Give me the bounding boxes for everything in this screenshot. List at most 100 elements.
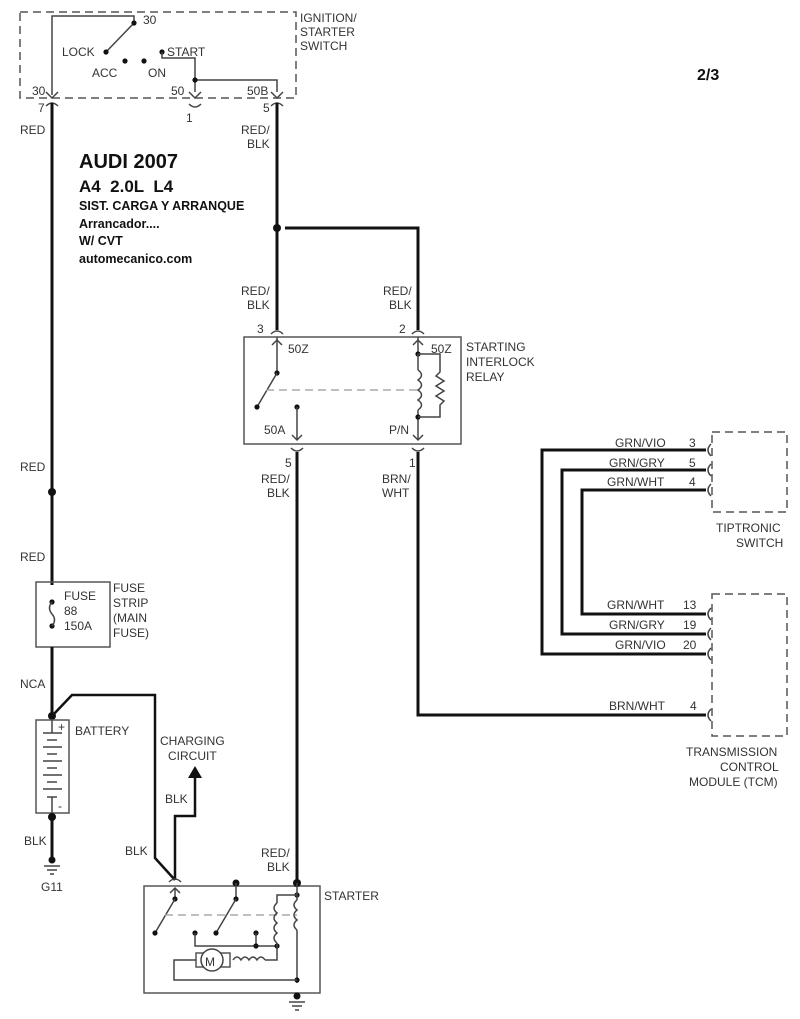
relay-name-1: STARTING: [466, 340, 526, 354]
wire-label-red-blk-relay2-1: RED/: [383, 284, 412, 298]
tiptronic-wire-grn-wht: GRN/WHT: [607, 475, 665, 489]
connector-pin-1: [188, 91, 202, 108]
title-variant: W/ CVT: [79, 234, 123, 248]
tcm-name-1: TRANSMISSION: [686, 745, 777, 759]
switch-pin-5: 5: [263, 101, 270, 115]
switch-contact-acc: [122, 58, 128, 64]
wire-label-red-blk-relay3-1: RED/: [241, 284, 270, 298]
ignition-switch-outline: [19, 11, 297, 99]
wire-label-blk-ground: BLK: [24, 834, 47, 848]
connector-starter-battery: [168, 878, 182, 883]
tiptronic-wire-grn-vio: GRN/VIO: [615, 436, 666, 450]
tcm-name-3: MODULE (TCM): [689, 775, 778, 789]
charging-circuit-name-1: CHARGING: [160, 734, 225, 748]
wire-label-red-blk-relay5-2: BLK: [267, 486, 290, 500]
ignition-starter-switch: IGNITION/ STARTER SWITCH 30 LOCK ACC ON …: [19, 11, 357, 125]
battery-plus-sign: +: [58, 720, 65, 734]
wire-label-blk-starter: BLK: [125, 844, 148, 858]
battery-name: BATTERY: [75, 724, 129, 738]
switch-position-start: START: [167, 45, 206, 59]
wire-label-blk-charging: BLK: [165, 792, 188, 806]
fuse-inner-label-1: FUSE: [64, 589, 96, 603]
starter-name: STARTER: [324, 889, 379, 903]
connector-tcm-pin-20: [707, 647, 712, 661]
title-make-year: AUDI 2007: [79, 151, 178, 173]
tiptronic-name-2: SWITCH: [736, 536, 783, 550]
starting-interlock-relay: STARTING INTERLOCK RELAY 3 2 50Z 50A 50Z…: [243, 322, 535, 470]
tcm-wire-grn-gry: GRN/GRY: [609, 618, 665, 632]
switch-position-acc: ACC: [92, 66, 118, 80]
connector-tiptronic-pin-3: [707, 443, 712, 457]
title-model-engine: A4 2.0L L4: [79, 177, 174, 196]
relay-outline: [243, 336, 462, 445]
relay-pin-1: 1: [409, 456, 416, 470]
fuse-name-4: FUSE): [113, 626, 149, 640]
title-system: SIST. CARGA Y ARRANQUE: [79, 199, 244, 213]
switch-position-on: ON: [148, 66, 166, 80]
connector-tiptronic-pin-5: [707, 463, 712, 477]
switch-terminal-50: 50: [171, 84, 185, 98]
starter-pull-in-coil: [273, 902, 279, 944]
switch-pin-7: 7: [38, 101, 45, 115]
tcm-wire-grn-wht: GRN/WHT: [607, 598, 665, 612]
switch-contact-30: [131, 20, 137, 26]
tcm-pin-4: 4: [690, 699, 697, 713]
relay-pin-3: 3: [257, 322, 264, 336]
switch-terminal-30-top: 30: [143, 13, 157, 27]
fuse-inner-label-2: 88: [64, 604, 78, 618]
connector-relay-pin-5: [290, 447, 304, 452]
starter-field-winding: [232, 956, 266, 962]
wire-label-brn-wht-relay1-2: WHT: [382, 486, 410, 500]
relay-terminal-pn: P/N: [389, 423, 409, 437]
wire-label-red-blk-switch-2: BLK: [247, 137, 270, 151]
ground-label-g11: G11: [41, 880, 63, 894]
battery: + - BATTERY: [35, 719, 129, 814]
connector-tiptronic-pin-4: [707, 483, 712, 497]
title-source: automecanico.com: [79, 252, 192, 266]
relay-resistor: [418, 353, 446, 418]
title-block: AUDI 2007 A4 2.0L L4 SIST. CARGA Y ARRAN…: [79, 151, 244, 266]
title-subsystem: Arrancador....: [79, 217, 160, 231]
wire-label-nca: NCA: [20, 677, 45, 691]
wire-label-red-lower: RED: [20, 550, 46, 564]
relay-terminal-50z-coil: 50Z: [431, 342, 452, 356]
tcm-pin-19: 19: [683, 618, 697, 632]
connector-tcm-pin-4: [707, 708, 712, 722]
ignition-switch-name-3: SWITCH: [300, 39, 347, 53]
tiptronic-switch: TIPTRONIC SWITCH GRN/VIO 3 GRN/GRY 5 GRN…: [607, 431, 788, 550]
tiptronic-name-1: TIPTRONIC: [716, 521, 781, 535]
relay-pin-5: 5: [285, 456, 292, 470]
charging-circuit-arrow: [188, 766, 202, 778]
wire-label-red-blk-relay3-2: BLK: [247, 298, 270, 312]
ignition-switch-name-1: IGNITION/: [300, 11, 357, 25]
wire-label-red-blk-switch-1: RED/: [241, 123, 270, 137]
fuse-outline: [35, 581, 111, 648]
relay-name-2: INTERLOCK: [466, 355, 535, 369]
wire-label-red-blk-starter-1: RED/: [261, 846, 290, 860]
tiptronic-wire-grn-gry: GRN/GRY: [609, 456, 665, 470]
motor-icon: [200, 948, 224, 972]
tiptronic-pin-5: 5: [689, 456, 696, 470]
wire-label-red-blk-starter-2: BLK: [267, 860, 290, 874]
tcm-wire-grn-vio: GRN/VIO: [615, 638, 666, 652]
ground-symbol-g11: [44, 856, 60, 875]
connector-relay-pin-3: [270, 330, 284, 335]
switch-terminal-30: 30: [32, 84, 46, 98]
tcm-outline: [711, 593, 788, 737]
relay-coil: [416, 369, 423, 411]
fuse-name-3: (MAIN: [113, 611, 147, 625]
wire-label-red-mid: RED: [20, 460, 46, 474]
relay-name-3: RELAY: [466, 370, 504, 384]
battery-minus-sign: -: [58, 799, 62, 813]
connector-tcm-pin-13: [707, 607, 712, 621]
tcm-wire-brn-wht: BRN/WHT: [609, 699, 666, 713]
connector-tcm-pin-19: [707, 627, 712, 641]
tcm-pin-20: 20: [683, 638, 697, 652]
relay-terminal-50z-switch: 50Z: [288, 342, 309, 356]
relay-terminal-50a: 50A: [264, 423, 285, 437]
wire-grn-gry: [560, 468, 706, 636]
wire-label-red-upper: RED: [20, 123, 46, 137]
switch-position-lock: LOCK: [62, 45, 95, 59]
splice-red: [48, 488, 56, 496]
